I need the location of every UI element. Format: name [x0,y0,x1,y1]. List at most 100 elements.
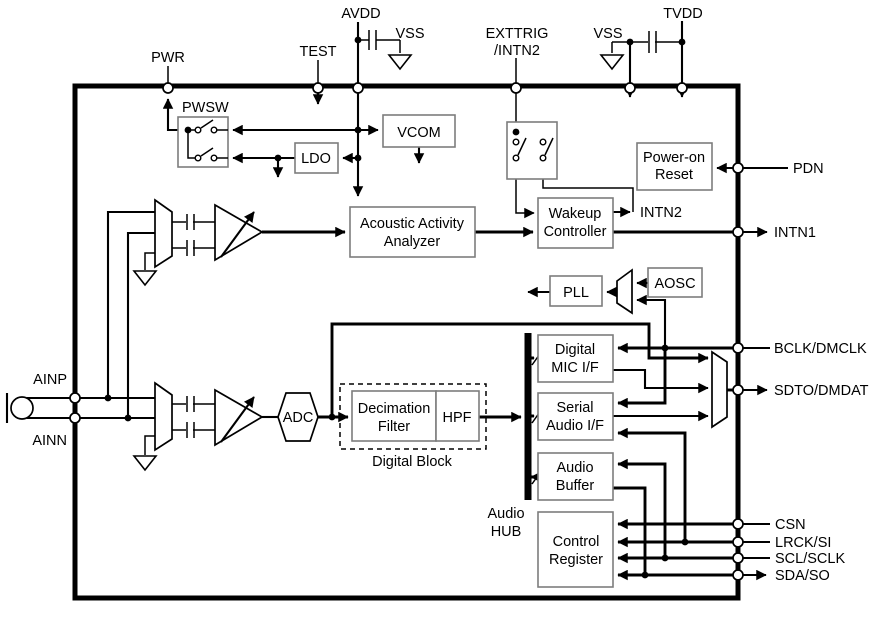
pwsw-label: PWSW [182,100,229,116]
analyzer-label-line2: Analyzer [384,234,441,250]
control-register-label-line2: Register [549,552,603,568]
exttrig-label-line2: /INTN2 [494,43,540,59]
decimation-label-line2: Filter [378,419,410,435]
digital-block-label: Digital Block [372,454,453,470]
exttrig-label-line1: EXTTRIG [486,26,549,42]
vss-pin [624,82,636,94]
output-mux [711,350,728,429]
lrck-pin [732,536,744,548]
exttrig-switch-block [506,121,558,180]
sda-pin [732,569,744,581]
decimation-filter-block [351,390,437,442]
adc-block [277,392,319,442]
intn2-internal-label: INTN2 [640,205,682,221]
pin-circles [69,82,744,581]
serial-audio-if-label-line2: Audio I/F [546,418,604,434]
audio-buffer-label-line1: Audio [556,460,593,476]
control-register-block [537,511,614,588]
csn-pin [732,518,744,530]
vss-left-label: VSS [395,26,424,42]
ldo-label: LDO [301,151,331,167]
serial-audio-if-label-line1: Serial [556,400,593,416]
intn1-label: INTN1 [774,225,816,241]
power-on-reset-block [636,142,713,191]
sdto-label: SDTO/DMDAT [774,383,869,399]
audio-hub-label-line2: HUB [491,524,522,540]
top-supply-wires [167,21,688,197]
ldo-block [294,142,339,174]
wakeup-label-line1: Wakeup [549,206,602,222]
aosc-label: AOSC [654,276,695,292]
audio-hub-label-line1: Audio [487,506,524,522]
lower-pga-gain-arrow [220,396,255,443]
test-pin [312,82,324,94]
vcom-label: VCOM [397,125,441,141]
lower-input-mux [154,381,173,452]
pll-block [549,275,603,307]
clock-wires [527,277,770,409]
power-on-reset-label-line2: Reset [655,167,693,183]
hpf-block [435,390,480,442]
bclk-pin [732,342,744,354]
mic-symbol [10,396,34,420]
chip-border [72,83,741,601]
intn1-pin [732,226,744,238]
avdd-label: AVDD [341,6,380,22]
wakeup-controller-block [537,197,614,249]
control-wires [613,427,770,581]
vss-right-label: VSS [593,26,622,42]
pwsw-switch-block [177,116,229,168]
pin-labels: PWR TEST AVDD VSS EXTTRIG /INTN2 VSS TVD… [32,6,868,584]
scl-pin [732,552,744,564]
digital-mic-if-block [537,334,614,383]
test-label: TEST [299,44,336,60]
pll-label: PLL [563,285,589,301]
control-register-label-line1: Control [553,534,600,550]
junction-dots [104,36,689,579]
upper-pga-gain-arrow [220,211,255,258]
vcom-block [382,114,456,148]
ground-icon [387,54,413,71]
analyzer-label-line1: Acoustic Activity [360,216,465,232]
digital-block-outline [339,383,487,450]
ground-symbols [132,54,625,472]
hpf-label: HPF [443,410,472,426]
upper-input-mux [154,198,173,269]
block-labels: PWSW LDO VCOM Power-on Reset Wakeup Cont… [182,100,705,568]
digital-mic-if-label-line2: MIC I/F [551,360,599,376]
csn-label: CSN [775,517,806,533]
pdn-pin [732,162,744,174]
tvdd-pin [676,82,688,94]
wakeup-analyzer-wires [262,162,788,238]
ainp-pin [69,392,81,404]
sda-label: SDA/SO [775,568,830,584]
lrck-label: LRCK/SI [775,535,831,551]
avdd-pin [352,82,364,94]
ainn-label: AINN [32,433,67,449]
adc-label: ADC [283,410,314,426]
decimation-label-line1: Decimation [358,401,431,417]
tvdd-label: TVDD [663,6,702,22]
audio-buffer-label-line2: Buffer [556,478,595,494]
bclk-label: BCLK/DMCLK [774,341,867,357]
serial-audio-if-block [537,392,614,441]
ground-icon [132,270,158,287]
audio-buffer-block [537,452,614,501]
microphone-icon [10,396,34,420]
aosc-block [647,267,703,298]
analog-input-wires [5,210,278,455]
power-on-reset-label-line1: Power-on [643,150,705,166]
sdto-pin [732,384,744,396]
pdn-label: PDN [793,161,824,177]
wakeup-label-line2: Controller [544,224,607,240]
ground-icon [599,54,625,71]
ainn-pin [69,412,81,424]
ground-icon [132,455,158,472]
pwr-label: PWR [151,50,185,66]
clock-mux [616,268,633,315]
pwr-pin [162,82,174,94]
function-blocks [154,114,728,588]
exttrig-pin [510,82,522,94]
